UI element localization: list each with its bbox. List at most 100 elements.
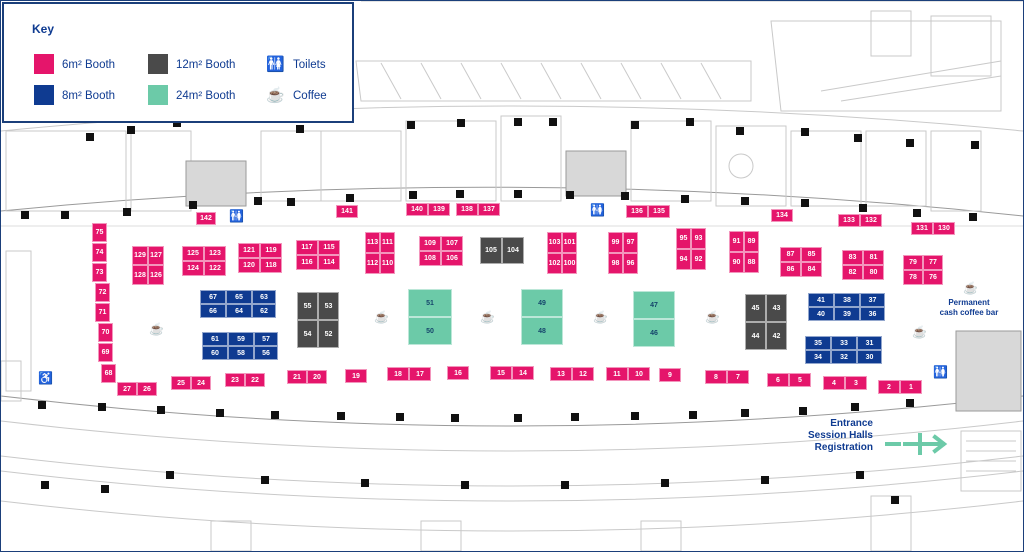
booth-134[interactable]: 134 — [771, 209, 793, 222]
booth-88[interactable]: 88 — [744, 252, 759, 273]
booth-33[interactable]: 33 — [831, 336, 857, 350]
booth-69[interactable]: 69 — [98, 343, 113, 362]
booth-64[interactable]: 64 — [226, 304, 252, 318]
booth-123[interactable]: 123 — [204, 246, 226, 261]
booth-2[interactable]: 2 — [878, 380, 900, 394]
booth-30[interactable]: 30 — [857, 350, 882, 364]
booth-77[interactable]: 77 — [923, 255, 943, 270]
booth-102[interactable]: 102 — [547, 253, 562, 274]
booth-26[interactable]: 26 — [137, 382, 157, 396]
booth-90[interactable]: 90 — [729, 252, 744, 273]
booth-118[interactable]: 118 — [260, 258, 282, 273]
booth-66[interactable]: 66 — [200, 304, 226, 318]
booth-41[interactable]: 41 — [808, 293, 834, 307]
booth-89[interactable]: 89 — [744, 231, 759, 252]
booth-103[interactable]: 103 — [547, 232, 562, 253]
booth-63[interactable]: 63 — [252, 290, 276, 304]
booth-133[interactable]: 133 — [838, 214, 860, 227]
booth-110[interactable]: 110 — [380, 253, 395, 274]
booth-106[interactable]: 106 — [441, 251, 463, 266]
booth-112[interactable]: 112 — [365, 253, 380, 274]
booth-125[interactable]: 125 — [182, 246, 204, 261]
booth-81[interactable]: 81 — [863, 250, 884, 265]
booth-6[interactable]: 6 — [767, 373, 789, 387]
booth-104[interactable]: 104 — [502, 237, 524, 264]
booth-97[interactable]: 97 — [623, 232, 638, 253]
booth-8[interactable]: 8 — [705, 370, 727, 384]
booth-31[interactable]: 31 — [857, 336, 882, 350]
booth-139[interactable]: 139 — [428, 203, 450, 216]
booth-107[interactable]: 107 — [441, 236, 463, 251]
booth-91[interactable]: 91 — [729, 231, 744, 252]
booth-130[interactable]: 130 — [933, 222, 955, 235]
booth-126[interactable]: 126 — [148, 265, 164, 285]
booth-84[interactable]: 84 — [801, 262, 822, 277]
booth-22[interactable]: 22 — [245, 373, 265, 387]
booth-119[interactable]: 119 — [260, 243, 282, 258]
booth-47[interactable]: 47 — [633, 291, 675, 319]
booth-121[interactable]: 121 — [238, 243, 260, 258]
booth-43[interactable]: 43 — [766, 294, 787, 322]
booth-83[interactable]: 83 — [842, 250, 863, 265]
booth-117[interactable]: 117 — [296, 240, 318, 255]
booth-46[interactable]: 46 — [633, 319, 675, 347]
booth-120[interactable]: 120 — [238, 258, 260, 273]
booth-92[interactable]: 92 — [691, 249, 706, 270]
booth-32[interactable]: 32 — [831, 350, 857, 364]
booth-114[interactable]: 114 — [318, 255, 340, 270]
booth-24[interactable]: 24 — [191, 376, 211, 390]
booth-78[interactable]: 78 — [903, 270, 923, 285]
booth-55[interactable]: 55 — [297, 292, 318, 320]
booth-62[interactable]: 62 — [252, 304, 276, 318]
booth-98[interactable]: 98 — [608, 253, 623, 274]
booth-40[interactable]: 40 — [808, 307, 834, 321]
booth-14[interactable]: 14 — [512, 366, 534, 380]
booth-111[interactable]: 111 — [380, 232, 395, 253]
booth-19[interactable]: 19 — [345, 369, 367, 383]
booth-52[interactable]: 52 — [318, 320, 339, 348]
booth-113[interactable]: 113 — [365, 232, 380, 253]
booth-35[interactable]: 35 — [805, 336, 831, 350]
booth-128[interactable]: 128 — [132, 265, 148, 285]
booth-71[interactable]: 71 — [95, 303, 110, 322]
booth-7[interactable]: 7 — [727, 370, 749, 384]
booth-27[interactable]: 27 — [117, 382, 137, 396]
booth-140[interactable]: 140 — [406, 203, 428, 216]
booth-15[interactable]: 15 — [490, 366, 512, 380]
booth-127[interactable]: 127 — [148, 246, 164, 265]
booth-23[interactable]: 23 — [225, 373, 245, 387]
booth-87[interactable]: 87 — [780, 247, 801, 262]
booth-129[interactable]: 129 — [132, 246, 148, 265]
booth-3[interactable]: 3 — [845, 376, 867, 390]
booth-42[interactable]: 42 — [766, 322, 787, 350]
booth-48[interactable]: 48 — [521, 317, 563, 345]
booth-57[interactable]: 57 — [254, 332, 278, 346]
booth-76[interactable]: 76 — [923, 270, 943, 285]
booth-85[interactable]: 85 — [801, 247, 822, 262]
booth-16[interactable]: 16 — [447, 366, 469, 380]
booth-93[interactable]: 93 — [691, 228, 706, 249]
booth-21[interactable]: 21 — [287, 370, 307, 384]
booth-82[interactable]: 82 — [842, 265, 863, 280]
booth-17[interactable]: 17 — [409, 367, 431, 381]
booth-44[interactable]: 44 — [745, 322, 766, 350]
booth-68[interactable]: 68 — [101, 364, 116, 383]
booth-38[interactable]: 38 — [834, 293, 860, 307]
booth-50[interactable]: 50 — [408, 317, 452, 345]
booth-56[interactable]: 56 — [254, 346, 278, 360]
booth-39[interactable]: 39 — [834, 307, 860, 321]
booth-53[interactable]: 53 — [318, 292, 339, 320]
booth-70[interactable]: 70 — [98, 323, 113, 342]
booth-61[interactable]: 61 — [202, 332, 228, 346]
booth-135[interactable]: 135 — [648, 205, 670, 218]
booth-100[interactable]: 100 — [562, 253, 577, 274]
booth-9[interactable]: 9 — [659, 368, 681, 382]
booth-45[interactable]: 45 — [745, 294, 766, 322]
booth-34[interactable]: 34 — [805, 350, 831, 364]
booth-141[interactable]: 141 — [336, 205, 358, 218]
booth-131[interactable]: 131 — [911, 222, 933, 235]
booth-116[interactable]: 116 — [296, 255, 318, 270]
booth-105[interactable]: 105 — [480, 237, 502, 264]
booth-95[interactable]: 95 — [676, 228, 691, 249]
booth-80[interactable]: 80 — [863, 265, 884, 280]
